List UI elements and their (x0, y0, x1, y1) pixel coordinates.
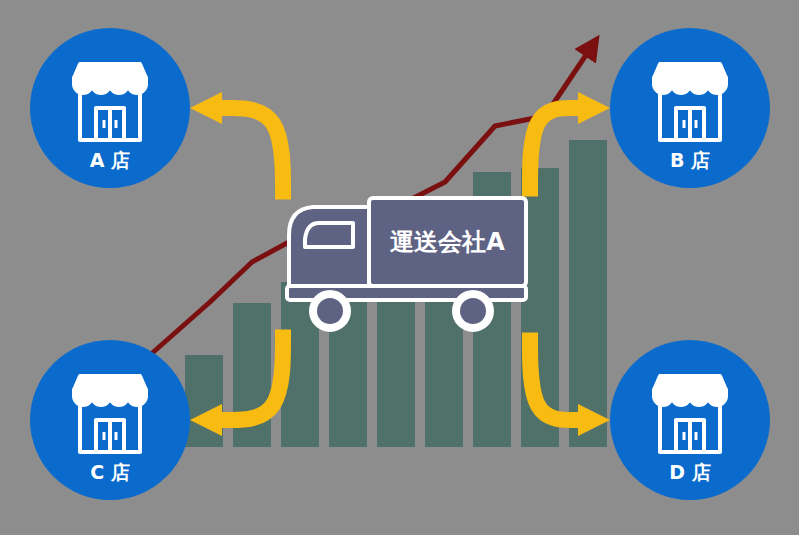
shop-icon (74, 376, 146, 452)
delivery-arrow (222, 330, 283, 420)
truck-shape (283, 195, 530, 335)
carrier-truck: 運送会社A (283, 195, 530, 335)
store-label: A 店 (90, 149, 130, 172)
store-node: D 店 (610, 340, 770, 500)
store-circle (610, 340, 770, 500)
store-circle (30, 340, 190, 500)
truck-illustration (287, 198, 526, 331)
store-label: D 店 (669, 461, 710, 484)
store-node: A 店 (30, 28, 190, 188)
bar-series (185, 140, 607, 447)
trend-line (150, 52, 588, 355)
shop-icon (654, 376, 726, 452)
shop-icon (74, 64, 146, 140)
company-label: 運送会社A (390, 228, 505, 257)
store-node: B 店 (610, 28, 770, 188)
store-node: C 店 (30, 340, 190, 500)
store-label: B 店 (670, 149, 710, 172)
delivery-arrow (222, 108, 283, 200)
store-label: C 店 (90, 461, 130, 484)
shop-icon (654, 64, 726, 140)
delivery-arrow (530, 333, 578, 420)
store-circle (610, 28, 770, 188)
store-circle (30, 28, 190, 188)
delivery-arrow (530, 108, 578, 197)
